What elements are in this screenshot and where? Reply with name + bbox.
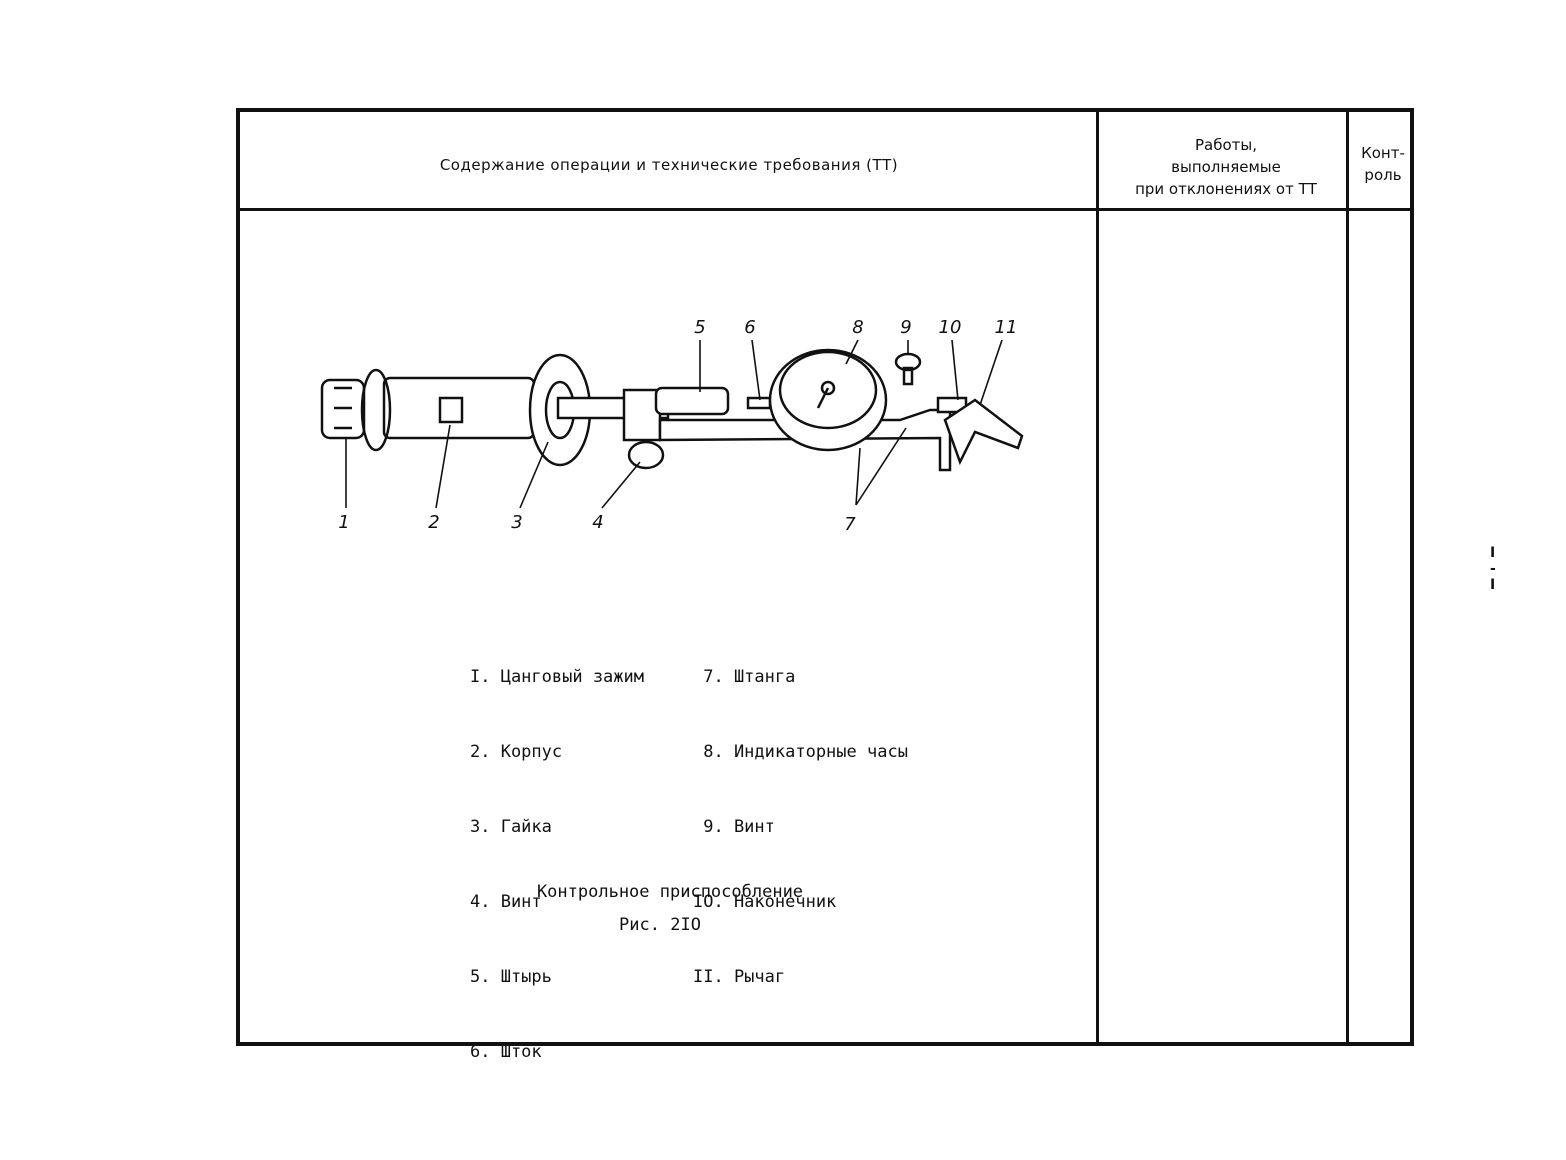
callout-2: 2 xyxy=(428,512,439,533)
screw-4-part xyxy=(627,440,665,470)
legend-item: 8. Индикаторные часы xyxy=(693,742,908,762)
header-control-line2: роль xyxy=(1364,166,1402,184)
figure-number: Рис. 2IO xyxy=(619,915,701,935)
collet-part xyxy=(320,378,366,440)
body-window xyxy=(438,396,464,424)
header-control-line1: Конт- xyxy=(1361,144,1405,162)
legend-item: 3. Гайка xyxy=(470,817,552,837)
header-works-line1: Работы, xyxy=(1194,136,1257,154)
legend-item: 6. Шток xyxy=(470,1042,542,1062)
legend-item: 7. Штанга xyxy=(693,667,796,687)
stem-part xyxy=(746,396,772,410)
header-control: Конт- роль xyxy=(1352,142,1414,186)
header-works-line2: выполняемые xyxy=(1171,158,1281,176)
callout-6: 6 xyxy=(744,317,755,338)
callout-3: 3 xyxy=(511,512,522,533)
legend-item: 9. Винт xyxy=(693,817,775,837)
form-table: Содержание операции и технические требов… xyxy=(236,108,1414,1046)
screw-9-shank xyxy=(902,366,914,386)
column-divider-1 xyxy=(1096,112,1099,1042)
callout-1: 1 xyxy=(338,512,349,533)
callout-7: 7 xyxy=(844,514,856,535)
lever-part xyxy=(943,398,1024,466)
margin-marks: I - I xyxy=(1490,545,1496,593)
callout-9: 9 xyxy=(900,317,911,338)
header-divider xyxy=(240,208,1410,211)
header-content-title: Содержание операции и технические требов… xyxy=(439,156,899,174)
indicator-dial xyxy=(768,348,888,452)
legend-item: IO. Наконечник xyxy=(693,892,837,912)
clamp-block xyxy=(622,388,662,442)
header-works-line3: при отклонениях от ТТ xyxy=(1135,180,1317,198)
figure-title: Контрольное приспособление xyxy=(536,882,804,902)
header-works: Работы, выполняемые при отклонениях от Т… xyxy=(1102,134,1350,200)
pin-part xyxy=(654,386,730,416)
legend-item: 2. Корпус xyxy=(470,742,563,762)
callout-11: 11 xyxy=(995,317,1018,338)
legend-item: 5. Штырь xyxy=(470,967,552,987)
dial-center xyxy=(820,380,836,396)
dial-face xyxy=(778,350,878,430)
callout-8: 8 xyxy=(852,317,863,338)
device-illustration xyxy=(320,348,1024,472)
flange-part xyxy=(360,368,392,452)
legend-left-column: I. Цанговый зажим 2. Корпус 3. Гайка 4. … xyxy=(470,615,644,1090)
legend-item: I. Цанговый зажим xyxy=(470,667,644,687)
callout-10: 10 xyxy=(939,317,962,338)
legend-item: II. Рычаг xyxy=(693,967,786,987)
legend-item: 4. Винт xyxy=(470,892,542,912)
leader-lines xyxy=(345,339,1003,509)
callout-labels: 1 2 3 4 5 6 7 8 9 10 11 xyxy=(338,317,1017,535)
callout-4: 4 xyxy=(592,512,603,533)
callout-5: 5 xyxy=(694,317,705,338)
legend-right-column: 7. Штанга 8. Индикаторные часы 9. Винт I… xyxy=(693,615,908,1015)
column-divider-2 xyxy=(1346,112,1349,1042)
